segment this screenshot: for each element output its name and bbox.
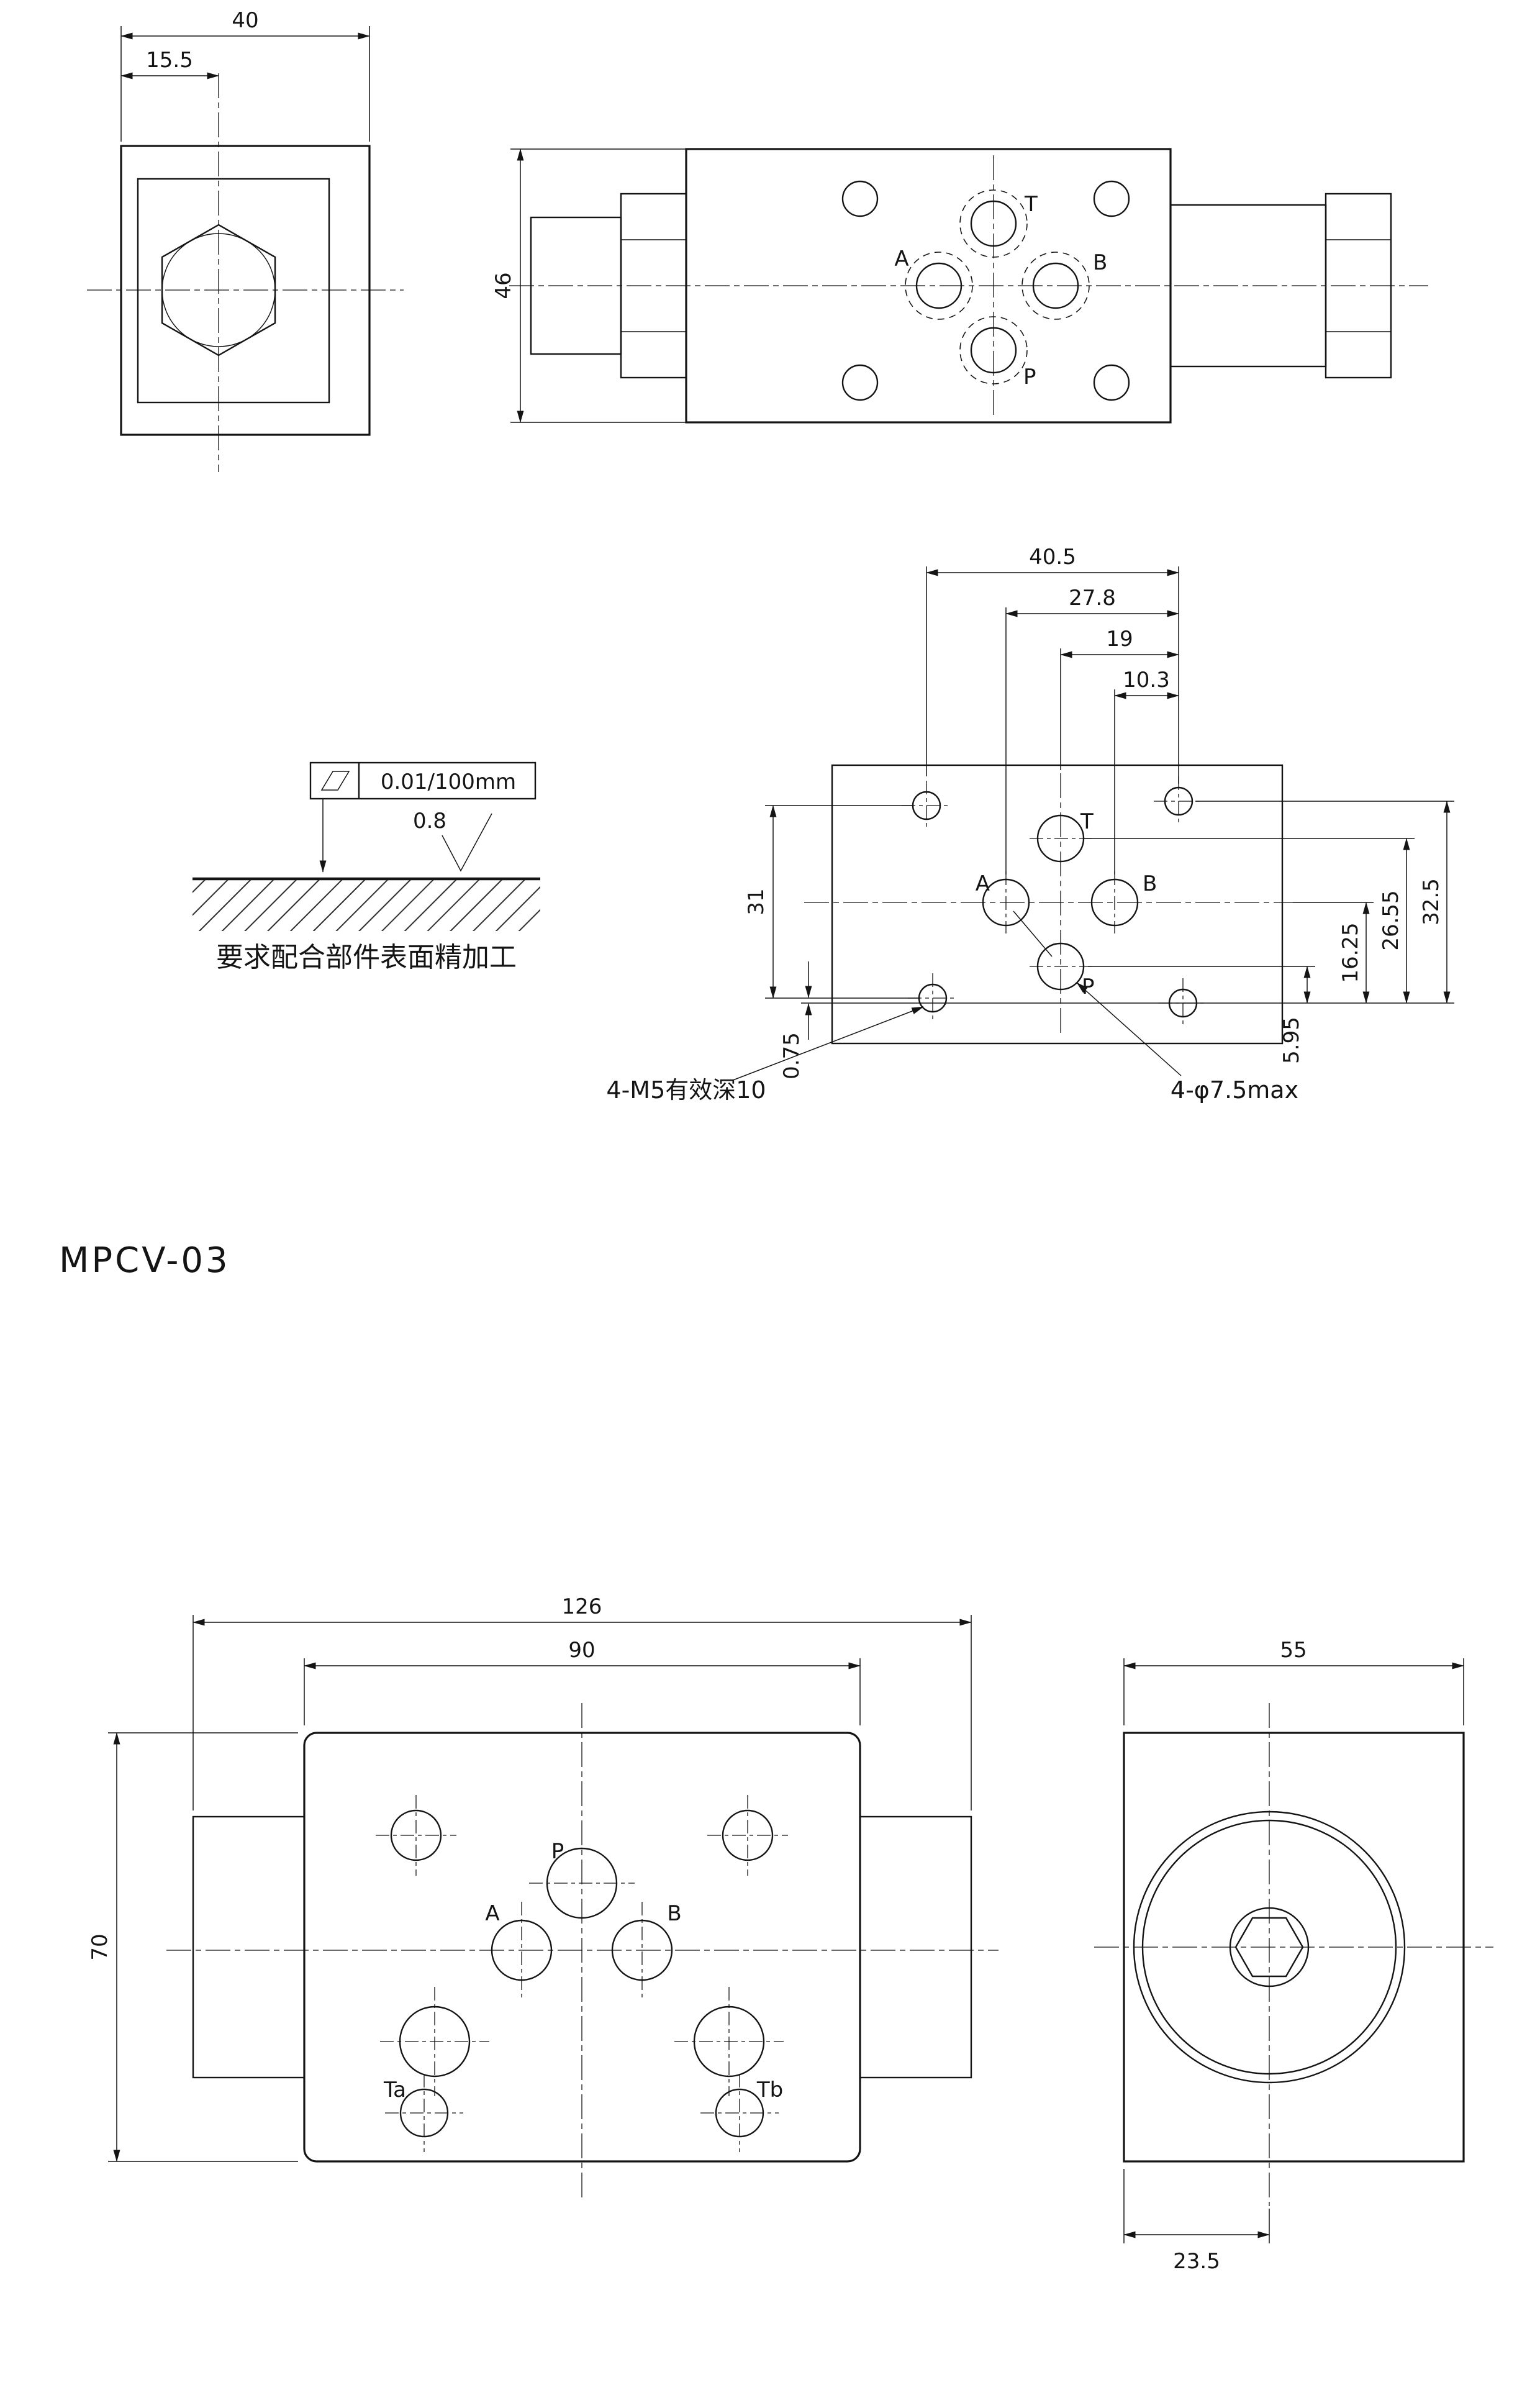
plug-extension-lines [120, 26, 370, 142]
dim-46-extension-lines [510, 148, 686, 423]
dim-label-27-8: 27.8 [1069, 586, 1116, 611]
flatness-value: 0.01/100mm [381, 770, 516, 794]
side-cavity-outer-circle [1133, 1810, 1406, 2084]
dim-label-46: 46 [491, 272, 516, 299]
face-port-P-label: P [1082, 974, 1095, 999]
mount-hole-top-left [841, 180, 879, 217]
ground-hatching [192, 880, 540, 931]
front-extension-lines [108, 1615, 972, 2162]
plug-thread-circle [161, 233, 276, 347]
port-T-spotface [959, 189, 1028, 258]
side-hex-socket [1234, 1917, 1304, 1978]
port-B-circle [1032, 262, 1079, 309]
m5-note-leader [731, 1006, 924, 1081]
port-A-circle [915, 262, 962, 309]
front-hole-crosshairs [376, 1795, 788, 2152]
dim-label-26-55: 26.55 [1379, 890, 1403, 950]
plug-hex-head [161, 224, 276, 357]
port-dia-note-text: 4-φ7.5max [1171, 1076, 1298, 1104]
port-P-spotface [959, 316, 1028, 384]
side-extension-lines [1123, 1658, 1464, 2243]
front-left-block [192, 1815, 306, 2079]
dim-label-32-5: 32.5 [1419, 878, 1444, 925]
dim-label-55: 55 [1280, 1638, 1307, 1663]
face-port-A-label: A [976, 871, 990, 896]
mount-hole-top-right [1093, 180, 1130, 217]
dim-label-5-95: 5.95 [1279, 1017, 1304, 1064]
front-hole-top-right [722, 1809, 774, 1861]
port-A-label: A [894, 247, 908, 271]
port-B-label: B [1093, 250, 1107, 275]
front-hole-top-left [390, 1809, 442, 1861]
roughness-symbol-icon [442, 813, 492, 872]
left-hex-facets [621, 239, 686, 332]
top-view-centerlines [509, 155, 1428, 417]
port-P-circle [970, 327, 1017, 374]
dim-label-10-3: 10.3 [1123, 668, 1170, 693]
port-B-spotface [1021, 252, 1090, 320]
face-extension-lines [765, 566, 1454, 1004]
surface-finish-spec: 0.01/100mm 0.8 要求配合部件表面精加工 [192, 761, 540, 973]
front-port-P-label: P [551, 1839, 564, 1864]
front-centerlines [166, 1703, 999, 2197]
right-hex-facets [1326, 239, 1391, 332]
flatness-symbol-icon [320, 771, 350, 791]
dim-label-40: 40 [232, 8, 258, 33]
front-port-B-label: B [667, 1901, 681, 1926]
view-valve-top: T A B P 46 [491, 148, 1428, 424]
front-port-Tb-label: Tb [756, 2078, 783, 2102]
dim-label-90: 90 [568, 1638, 595, 1663]
view-mounting-face: T A B P 40.5 27.8 19 10.3 31 0.75 5.95 1… [606, 545, 1454, 1104]
face-port-T-label: T [1080, 809, 1094, 834]
mount-hole-bottom-right [1093, 364, 1130, 401]
view-plug-end: 40 15.5 [87, 8, 404, 472]
plug-centerlines [87, 73, 404, 472]
dim-label-70: 70 [88, 1933, 112, 1960]
view-valve-front: P A B Ta Tb 126 90 70 [88, 1594, 999, 2197]
face-port-crosshairs [1005, 838, 1115, 967]
flatness-tolerance-frame [309, 761, 537, 800]
port-A-spotface [905, 252, 973, 320]
mount-hole-bottom-left [841, 364, 879, 401]
dim-label-31: 31 [744, 888, 769, 915]
view-valve-side: 55 23.5 [1094, 1638, 1493, 2274]
dim-label-126: 126 [562, 1594, 602, 1619]
dim-label-15-5: 15.5 [146, 48, 193, 73]
plug-inner-outline [137, 178, 330, 404]
front-port-Ta-label: Ta [383, 2078, 406, 2102]
port-T-circle [970, 200, 1017, 247]
port-dia-note-leader [1076, 982, 1182, 1076]
dim-label-40-5: 40.5 [1029, 545, 1076, 570]
dim-label-19: 19 [1106, 627, 1133, 652]
side-cavity-inner-circle [1141, 1819, 1397, 2075]
dim-label-0-75: 0.75 [779, 1032, 804, 1079]
front-port-A-label: A [485, 1901, 499, 1926]
m5-note-text: 4-M5有效深10 [606, 1076, 766, 1104]
front-right-block [859, 1815, 972, 2079]
port-P-label: P [1023, 365, 1036, 389]
face-centerlines [804, 773, 1293, 1034]
mounting-plate-outline [831, 764, 1284, 1045]
dim-label-23-5: 23.5 [1173, 2249, 1220, 2274]
roughness-value: 0.8 [413, 809, 446, 834]
side-plug-circle [1229, 1907, 1310, 1988]
port-T-label: T [1024, 192, 1038, 217]
face-port-B-label: B [1143, 871, 1157, 896]
surface-finish-caption: 要求配合部件表面精加工 [216, 942, 517, 973]
dim-label-16-25: 16.25 [1338, 922, 1363, 983]
side-centerlines [1094, 1703, 1493, 2206]
model-title: MPCV-03 [59, 1240, 230, 1281]
